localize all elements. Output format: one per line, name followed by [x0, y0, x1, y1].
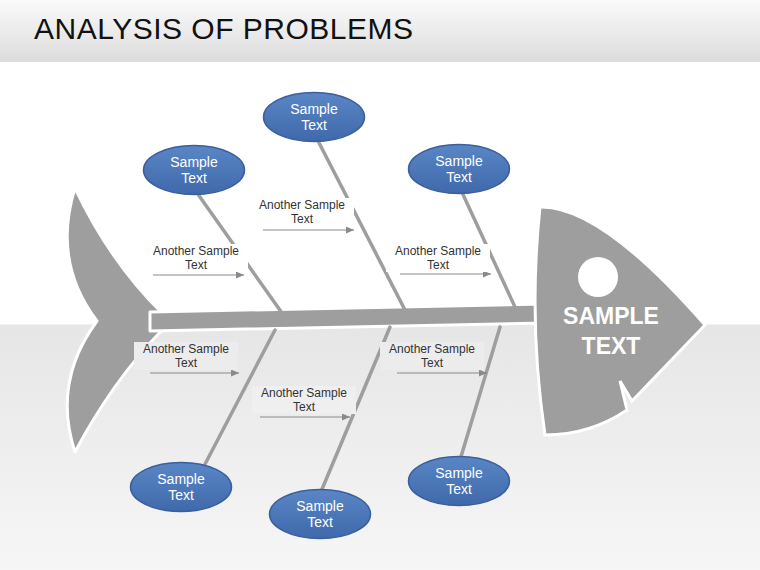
- cause-ellipse: Sample Text: [407, 143, 511, 195]
- fish-tail: [67, 188, 162, 452]
- cause-text: Sample Text: [285, 498, 355, 530]
- cause-text: Sample Text: [424, 465, 494, 497]
- cause-label: Another Sample Text: [252, 386, 356, 414]
- pointer-arrow: [263, 229, 354, 230]
- cause-text: Sample Text: [146, 471, 216, 503]
- pointer-arrow: [260, 416, 350, 417]
- fish-spine: [150, 304, 545, 331]
- cause-ellipse: Sample Text: [407, 455, 511, 507]
- cause-label: Another Sample Text: [250, 198, 354, 226]
- cause-label: Another Sample Text: [134, 342, 238, 370]
- cause-text: Sample Text: [279, 101, 349, 133]
- cause-ellipse: Sample Text: [142, 144, 246, 196]
- cause-ellipse: Sample Text: [129, 461, 233, 513]
- pointer-arrow: [150, 372, 239, 373]
- cause-label: Another Sample Text: [386, 244, 490, 272]
- cause-text: Sample Text: [424, 153, 494, 185]
- page-title: ANALYSIS OF PROBLEMS: [34, 12, 414, 46]
- cause-label: Another Sample Text: [380, 342, 484, 370]
- effect-text: SAMPLE TEXT: [551, 301, 671, 361]
- cause-text: Sample Text: [159, 154, 229, 186]
- pointer-arrow: [153, 274, 244, 275]
- cause-ellipse: Sample Text: [262, 91, 366, 143]
- pointer-arrow: [400, 273, 491, 274]
- cause-ellipse: Sample Text: [268, 488, 372, 540]
- pointer-arrow: [397, 372, 487, 373]
- fish-head: SAMPLE TEXT: [530, 205, 708, 437]
- cause-label: Another Sample Text: [144, 244, 248, 272]
